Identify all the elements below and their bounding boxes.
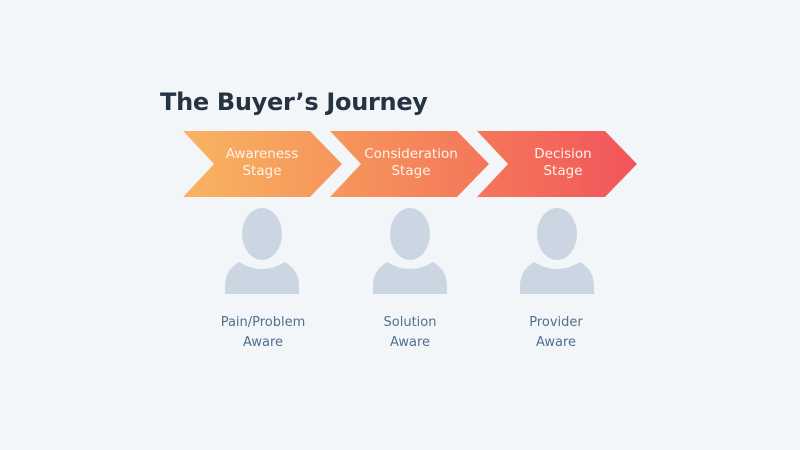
stage-label-line2: Stage <box>543 163 583 179</box>
persona-label-line2: Aware <box>389 335 431 350</box>
persona-label-line2: Aware <box>535 335 577 350</box>
awareness-stage-label: Awareness Stage <box>192 146 332 180</box>
stage-label-line1: Consideration <box>364 146 458 162</box>
consideration-stage-label: Consideration Stage <box>341 146 481 180</box>
diagram-title: The Buyer’s Journey <box>160 88 428 116</box>
persona-label-line1: Provider <box>529 315 583 330</box>
pain-problem-aware-label: Pain/Problem Aware <box>193 313 333 353</box>
stage-label-line1: Awareness <box>225 146 299 162</box>
provider-aware-label: Provider Aware <box>486 313 626 353</box>
consideration-stage-arrow <box>330 131 489 197</box>
decision-stage-label: Decision Stage <box>493 146 633 180</box>
person-icon <box>520 208 594 294</box>
persona-label-line2: Aware <box>242 335 284 350</box>
awareness-stage-arrow <box>183 131 342 197</box>
persona-label-line1: Solution <box>383 315 437 330</box>
stage-label-line2: Stage <box>391 163 431 179</box>
persona-label-line1: Pain/Problem <box>220 315 306 330</box>
stage-label-line2: Stage <box>242 163 282 179</box>
person-icon <box>373 208 447 294</box>
stage-label-line1: Decision <box>534 146 592 162</box>
solution-aware-label: Solution Aware <box>340 313 480 353</box>
person-icon <box>225 208 299 294</box>
decision-stage-arrow <box>477 131 637 197</box>
